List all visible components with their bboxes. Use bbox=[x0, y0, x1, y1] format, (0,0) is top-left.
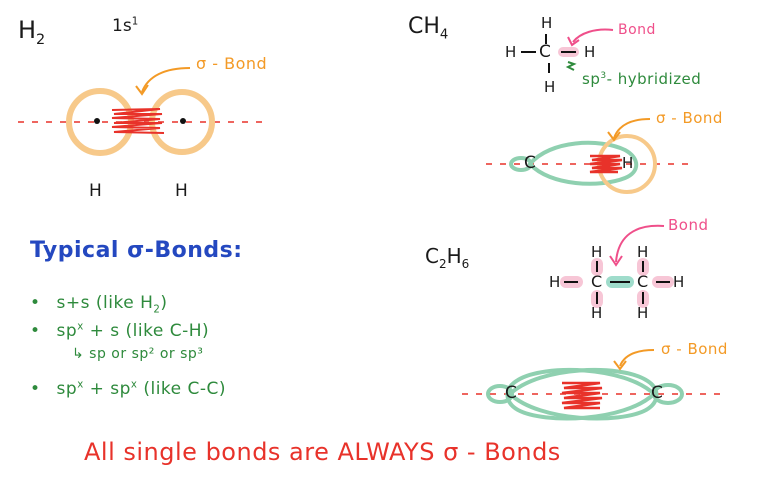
ch4-hybrid-brace bbox=[565, 61, 577, 71]
c2h6-bond-label: Bond bbox=[668, 216, 709, 234]
c2h6-atom-c2-bottom-h: H bbox=[637, 304, 649, 322]
typical-item-text: sp bbox=[56, 321, 78, 341]
footer-statement: All single bonds are ALWAYS σ - Bonds bbox=[84, 438, 561, 466]
c2h6-right-sp3-lobe bbox=[505, 367, 657, 421]
ch4-hybrid-suffix: - hybridized bbox=[606, 70, 702, 88]
c2h6-formula-c-subscript: 2 bbox=[438, 257, 447, 271]
h2-config-text: 1s bbox=[112, 16, 132, 36]
bullet: • bbox=[30, 321, 41, 341]
typical-item-hybrid-note: ↳ sp or sp² or sp³ bbox=[72, 346, 204, 362]
ch4-sp3-large-lobe bbox=[527, 140, 639, 186]
c2h6-formula: C2H6 bbox=[425, 244, 469, 271]
c2h6-atom-left-h: H bbox=[549, 273, 561, 291]
typical-item-tail: ) bbox=[160, 293, 168, 313]
h2-sigma-bond-label: σ - Bond bbox=[196, 54, 268, 73]
typical-item-superscript: x bbox=[77, 379, 84, 391]
c2h6-right-small-lobe bbox=[652, 383, 684, 405]
c2h6-atom-c2-top-h: H bbox=[637, 243, 649, 261]
ch4-sigma-arrow bbox=[613, 118, 651, 139]
bullet: • bbox=[30, 293, 41, 313]
c2h6-formula-c: C bbox=[425, 244, 439, 268]
h2-right-nucleus bbox=[180, 118, 186, 124]
typical-item-tail: + s (like C-H) bbox=[83, 321, 210, 341]
c2h6-atom-c1-top-h: H bbox=[591, 243, 603, 261]
ch4-bond-label: Bond bbox=[618, 22, 656, 38]
typical-sigma-bonds-heading: Typical σ-Bonds: bbox=[30, 238, 243, 263]
ch4-sigma-bond-label: σ - Bond bbox=[656, 109, 723, 127]
typical-item-spx-spx: •spx + spx (like C-C) bbox=[30, 379, 226, 399]
ch4-formula-symbol: CH bbox=[408, 14, 440, 39]
h2-formula-subscript: 2 bbox=[36, 31, 46, 48]
typical-item-superscript-2: x bbox=[130, 379, 138, 391]
c2h6-overlap-region bbox=[561, 381, 603, 410]
h2-formula-symbol: H bbox=[18, 16, 37, 44]
ch4-hybridization-label: sp3- hybridized bbox=[582, 70, 701, 88]
ch4-atom-top-h: H bbox=[541, 14, 553, 32]
ch4-orbital-hydrogen: H bbox=[622, 154, 634, 172]
ch4-hybrid-superscript: 3 bbox=[600, 71, 607, 81]
ch4-sigma-arrowhead bbox=[607, 131, 621, 142]
c2h6-sigma-arrowhead bbox=[613, 360, 627, 371]
c2h6-bond-arrow bbox=[615, 224, 665, 263]
c2h6-sigma-arrow bbox=[619, 349, 655, 367]
ch4-atom-right-h: H bbox=[584, 43, 596, 61]
h2-atom-left: H bbox=[89, 181, 102, 201]
h2-sigma-arrowhead bbox=[135, 84, 149, 96]
typical-item-s-s: • s+s (like H2) bbox=[30, 293, 167, 315]
ch4-orbital-carbon: C bbox=[524, 153, 536, 173]
h2-config-superscript: 1 bbox=[131, 16, 139, 28]
ch4-atom-bottom-h: H bbox=[544, 78, 556, 96]
typical-item-text: s+s (like H bbox=[56, 293, 154, 313]
c2h6-atom-c1-bottom-h: H bbox=[591, 304, 603, 322]
c2h6-orbital-carbon-left: C bbox=[505, 383, 517, 403]
ch4-formula-subscript: 4 bbox=[439, 27, 449, 43]
ch4-atom-left-h: H bbox=[505, 43, 517, 61]
typical-item-superscript: x bbox=[77, 321, 84, 333]
bullet: • bbox=[30, 379, 41, 399]
typical-item-subscript: 2 bbox=[153, 304, 161, 316]
ch4-formula: CH4 bbox=[408, 14, 448, 42]
c2h6-atom-right-h: H bbox=[673, 273, 685, 291]
c2h6-formula-h-subscript: 6 bbox=[461, 257, 470, 271]
typical-item-spx-s: • spx + s (like C-H) bbox=[30, 321, 209, 341]
c2h6-bond-arrowhead bbox=[609, 255, 623, 267]
ch4-overlap-region bbox=[589, 154, 623, 174]
h2-overlap-region bbox=[111, 108, 165, 134]
h2-atom-right: H bbox=[175, 181, 188, 201]
c2h6-orbital-carbon-right: C bbox=[651, 383, 663, 403]
ch4-hybrid-prefix: sp bbox=[582, 70, 601, 88]
ch4-atom-carbon: C bbox=[539, 42, 551, 62]
h2-sigma-arrow bbox=[141, 67, 191, 93]
c2h6-formula-h: H bbox=[446, 244, 462, 268]
h2-left-nucleus bbox=[94, 118, 100, 124]
c2h6-atom-c2: C bbox=[637, 272, 649, 291]
c2h6-sigma-bond-label: σ - Bond bbox=[661, 340, 728, 358]
typical-item-mid: + sp bbox=[83, 379, 131, 399]
typical-item-tail: (like C-C) bbox=[137, 379, 227, 399]
typical-item-text: sp bbox=[56, 379, 78, 399]
h2-formula: H2 bbox=[18, 16, 45, 48]
ch4-bond-arrowhead bbox=[567, 36, 580, 47]
h2-electron-config: 1s1 bbox=[112, 16, 138, 36]
ch4-bond-arrow bbox=[572, 28, 614, 43]
c2h6-atom-c1: C bbox=[591, 272, 603, 291]
